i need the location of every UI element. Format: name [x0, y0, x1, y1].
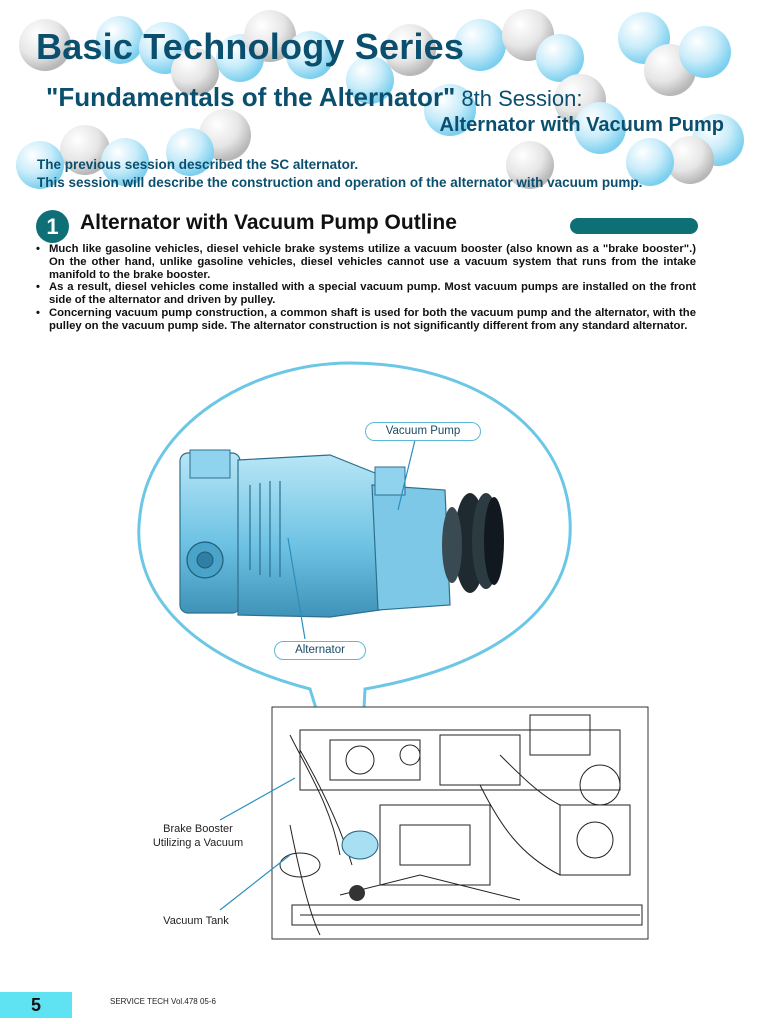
section-title: Alternator with Vacuum Pump Outline — [80, 211, 457, 234]
alternator-diagram — [137, 361, 649, 940]
section-title-bar — [570, 218, 698, 234]
subtitle-quote: "Fundamentals of the Alternator" — [46, 82, 456, 112]
page-subtitle-line2: Alternator with Vacuum Pump — [439, 114, 724, 136]
alternator-callout: Alternator — [274, 641, 366, 660]
intro-line-1: The previous session described the SC al… — [37, 157, 359, 172]
alternator-illustration — [179, 449, 504, 618]
section-number-badge: 1 — [36, 210, 69, 243]
decorative-bubbles — [16, 9, 744, 189]
vacuum-tank-label: Vacuum Tank — [163, 915, 229, 927]
intro-line-2: This session will describe the construct… — [37, 175, 643, 190]
bullet-item: Concerning vacuum pump construction, a c… — [34, 307, 696, 333]
vacuum-pump-callout: Vacuum Pump — [365, 422, 481, 441]
publication-footer: SERVICE TECH Vol.478 05-6 — [110, 997, 216, 1006]
subtitle-session: 8th Session: — [461, 86, 583, 111]
section-bullets: Much like gasoline vehicles, diesel vehi… — [34, 243, 696, 333]
page-title: Basic Technology Series — [36, 26, 465, 67]
brake-booster-label: Brake Booster Utilizing a Vacuum — [130, 822, 266, 850]
page-subtitle: "Fundamentals of the Alternator"8th Sess… — [46, 82, 582, 113]
brake-booster-label-line2: Utilizing a Vacuum — [152, 837, 244, 849]
bullet-item: As a result, diesel vehicles come instal… — [34, 281, 696, 307]
engine-bay-illustration — [271, 706, 649, 940]
page-number: 5 — [0, 992, 72, 1018]
brake-booster-label-line1: Brake Booster — [163, 823, 233, 835]
intro-text: The previous session described the SC al… — [37, 156, 642, 192]
bullet-item: Much like gasoline vehicles, diesel vehi… — [34, 243, 696, 281]
